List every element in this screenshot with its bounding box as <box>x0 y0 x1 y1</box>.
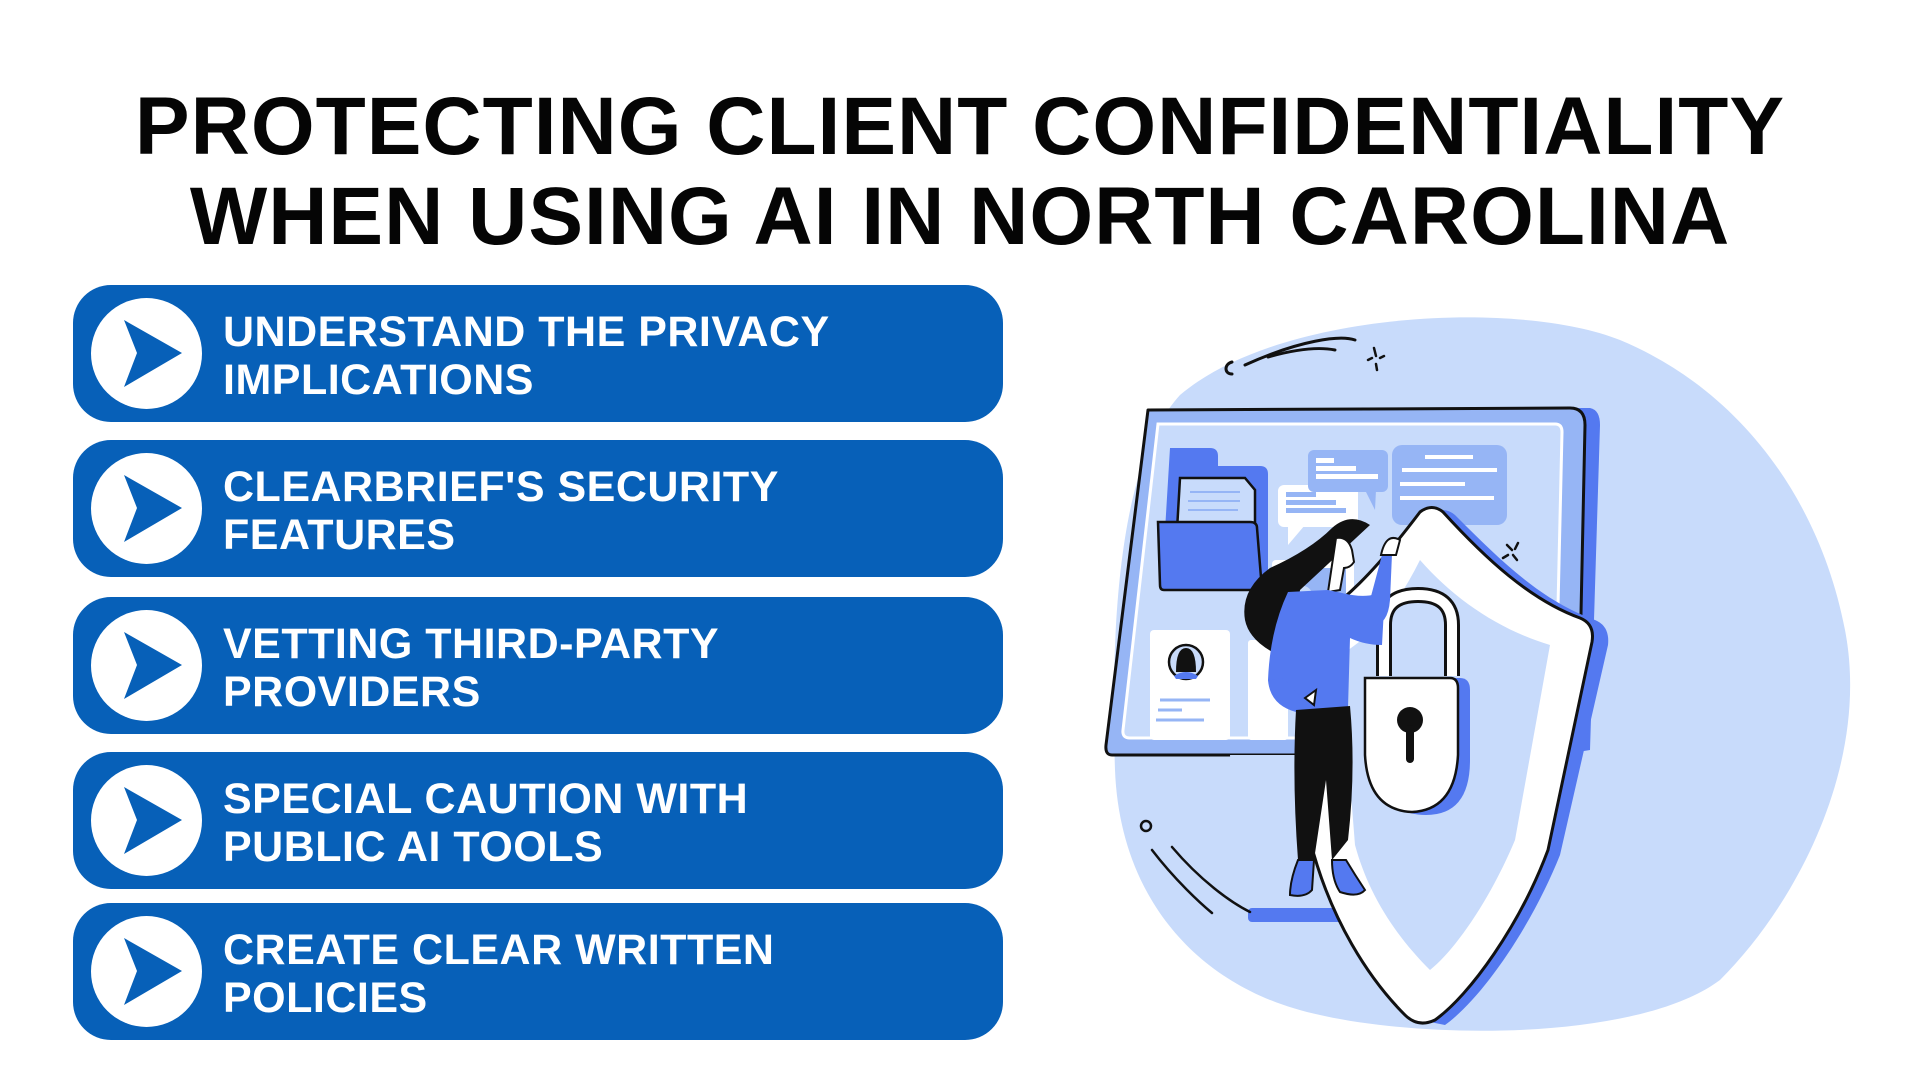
sparkle-icon <box>1366 346 1386 372</box>
person-icon <box>1244 519 1402 897</box>
chat-bubble-icon <box>1278 445 1507 545</box>
play-arrow-icon <box>91 916 202 1027</box>
play-arrow-icon <box>91 298 202 409</box>
bullet-card-third-party: VETTING THIRD-PARTY PROVIDERS <box>73 597 1003 734</box>
bullet-card-security-features: CLEARBRIEF'S SECURITY FEATURES <box>73 440 1003 577</box>
bullet-label: CREATE CLEAR WRITTEN POLICIES <box>223 926 775 1022</box>
title-line-2: WHEN USING AI IN NORTH CAROLINA <box>189 171 1731 262</box>
play-arrow-icon <box>91 610 202 721</box>
profile-card-icon <box>1150 630 1288 740</box>
play-arrow-icon <box>91 453 202 564</box>
page-title: PROTECTING CLIENT CONFIDENTIALITY WHEN U… <box>0 82 1920 262</box>
bullet-label: VETTING THIRD-PARTY PROVIDERS <box>223 620 720 716</box>
bullet-label: SPECIAL CAUTION WITH PUBLIC AI TOOLS <box>223 775 749 871</box>
sparkle-icon <box>1501 541 1520 562</box>
bullet-label: UNDERSTAND THE PRIVACY IMPLICATIONS <box>223 308 830 404</box>
security-illustration <box>1100 300 1920 1060</box>
bullet-label: CLEARBRIEF'S SECURITY FEATURES <box>223 463 779 559</box>
bullet-card-privacy: UNDERSTAND THE PRIVACY IMPLICATIONS <box>73 285 1003 422</box>
bullet-card-public-ai: SPECIAL CAUTION WITH PUBLIC AI TOOLS <box>73 752 1003 889</box>
play-arrow-icon <box>91 765 202 876</box>
folder-icon <box>1156 448 1268 592</box>
title-line-1: PROTECTING CLIENT CONFIDENTIALITY <box>134 81 1786 172</box>
bullet-card-policies: CREATE CLEAR WRITTEN POLICIES <box>73 903 1003 1040</box>
